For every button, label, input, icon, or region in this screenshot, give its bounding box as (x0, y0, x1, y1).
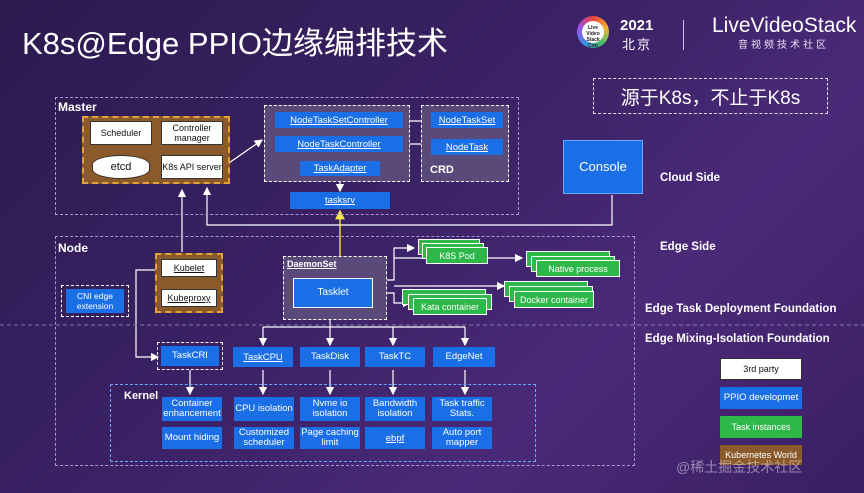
mount-hiding-box: Mount hiding (162, 427, 222, 449)
nvme-io-isolation-box: Nvme io isolation (300, 397, 360, 421)
cni-edge-extension-box: CNI edge extension (66, 289, 124, 313)
native-process-box: Native process (536, 260, 620, 277)
cloud-side-label: Cloud Side (660, 172, 721, 184)
brand-subtitle: 音视频技术社区 (738, 40, 829, 51)
taskcri-group (157, 342, 223, 370)
daemonset-label: DaemonSet (287, 259, 337, 269)
master-region (55, 97, 519, 215)
edgenet-box: EdgeNet (433, 347, 495, 367)
event-year: 2021 (620, 17, 654, 34)
kubeproxy-box: Kubeproxy (161, 289, 217, 307)
customized-scheduler-box: Customized scheduler (234, 427, 294, 449)
cpu-isolation-box: CPU isolation (234, 397, 294, 421)
page-title: K8s@Edge PPIO边缘编排技术 (22, 26, 448, 61)
header-divider (683, 20, 684, 50)
auto-port-mapper-box: Auto port mapper (432, 427, 492, 449)
etcd-box: etcd (92, 155, 150, 179)
node-region (55, 236, 635, 466)
legend-kubernetes-world-label: Kubernetes World (725, 450, 797, 460)
event-logo-badge: Live Video Stack Con (577, 16, 609, 49)
edge-side-label: Edge Side (660, 241, 716, 253)
note-box: 源于K8s，不止于K8s (593, 78, 828, 114)
kernel-region (110, 384, 536, 462)
page-caching-limit-box: Page caching limit (300, 427, 360, 449)
kubelet-box: Kubelet (161, 259, 217, 277)
mixing-foundation-label: Edge Mixing-Isolation Foundation (645, 333, 830, 345)
k8s-pod-box: K8S Pod (426, 247, 488, 264)
taskdisk-box: TaskDisk (300, 347, 360, 367)
legend-task-instances: Task instances (720, 416, 802, 438)
container-enhancement-box: Container enhancement (162, 397, 222, 421)
event-city: 北京 (622, 37, 653, 52)
task-traffic-stats-box: Task traffic Stats. (432, 397, 492, 421)
tasklet-box: Tasklet (293, 278, 373, 308)
logo-badge-text: Live Video Stack Con (582, 21, 604, 49)
tasksrv-box: tasksrv (290, 192, 390, 209)
bandwidth-isolation-box: Bandwidth isolation (365, 397, 425, 421)
node-label: Node (58, 241, 88, 255)
taskcri-box: TaskCRI (161, 346, 219, 366)
task-adapter-box: TaskAdapter (300, 161, 380, 176)
kata-container-box: Kata container (413, 298, 487, 315)
legend-third-party: 3rd party (720, 358, 802, 380)
nodetask-crd-box: NodeTask (431, 139, 503, 155)
taskcpu-box: TaskCPU (233, 347, 293, 367)
kernel-label: Kernel (124, 390, 159, 402)
legend-ppio-development: PPIO developmet (720, 387, 802, 409)
nodetaskset-controller-box: NodeTaskSetController (275, 112, 403, 128)
scheduler-box: Scheduler (90, 121, 152, 145)
brand-logo: LiveVideoStack (712, 14, 857, 37)
docker-container-box: Docker container (514, 291, 594, 308)
watermark: @稀土掘金技术社区 (676, 459, 803, 475)
tasktc-box: TaskTC (365, 347, 425, 367)
controller-manager-box: Controller manager (161, 121, 223, 145)
crd-label: CRD (430, 164, 454, 176)
nodetaskset-crd-box: NodeTaskSet (431, 112, 503, 128)
deployment-foundation-label: Edge Task Deployment Foundation (645, 303, 837, 315)
master-label: Master (58, 100, 97, 114)
nodetask-controller-box: NodeTaskController (275, 136, 403, 152)
legend-kubernetes-world: Kubernetes World (720, 445, 802, 465)
console-box: Console (563, 140, 643, 194)
cni-group (61, 285, 129, 317)
ebpf-box: ebpf (365, 427, 425, 449)
api-server-box: K8s API server (161, 155, 223, 179)
note-text: 源于K8s，不止于K8s (620, 87, 801, 109)
